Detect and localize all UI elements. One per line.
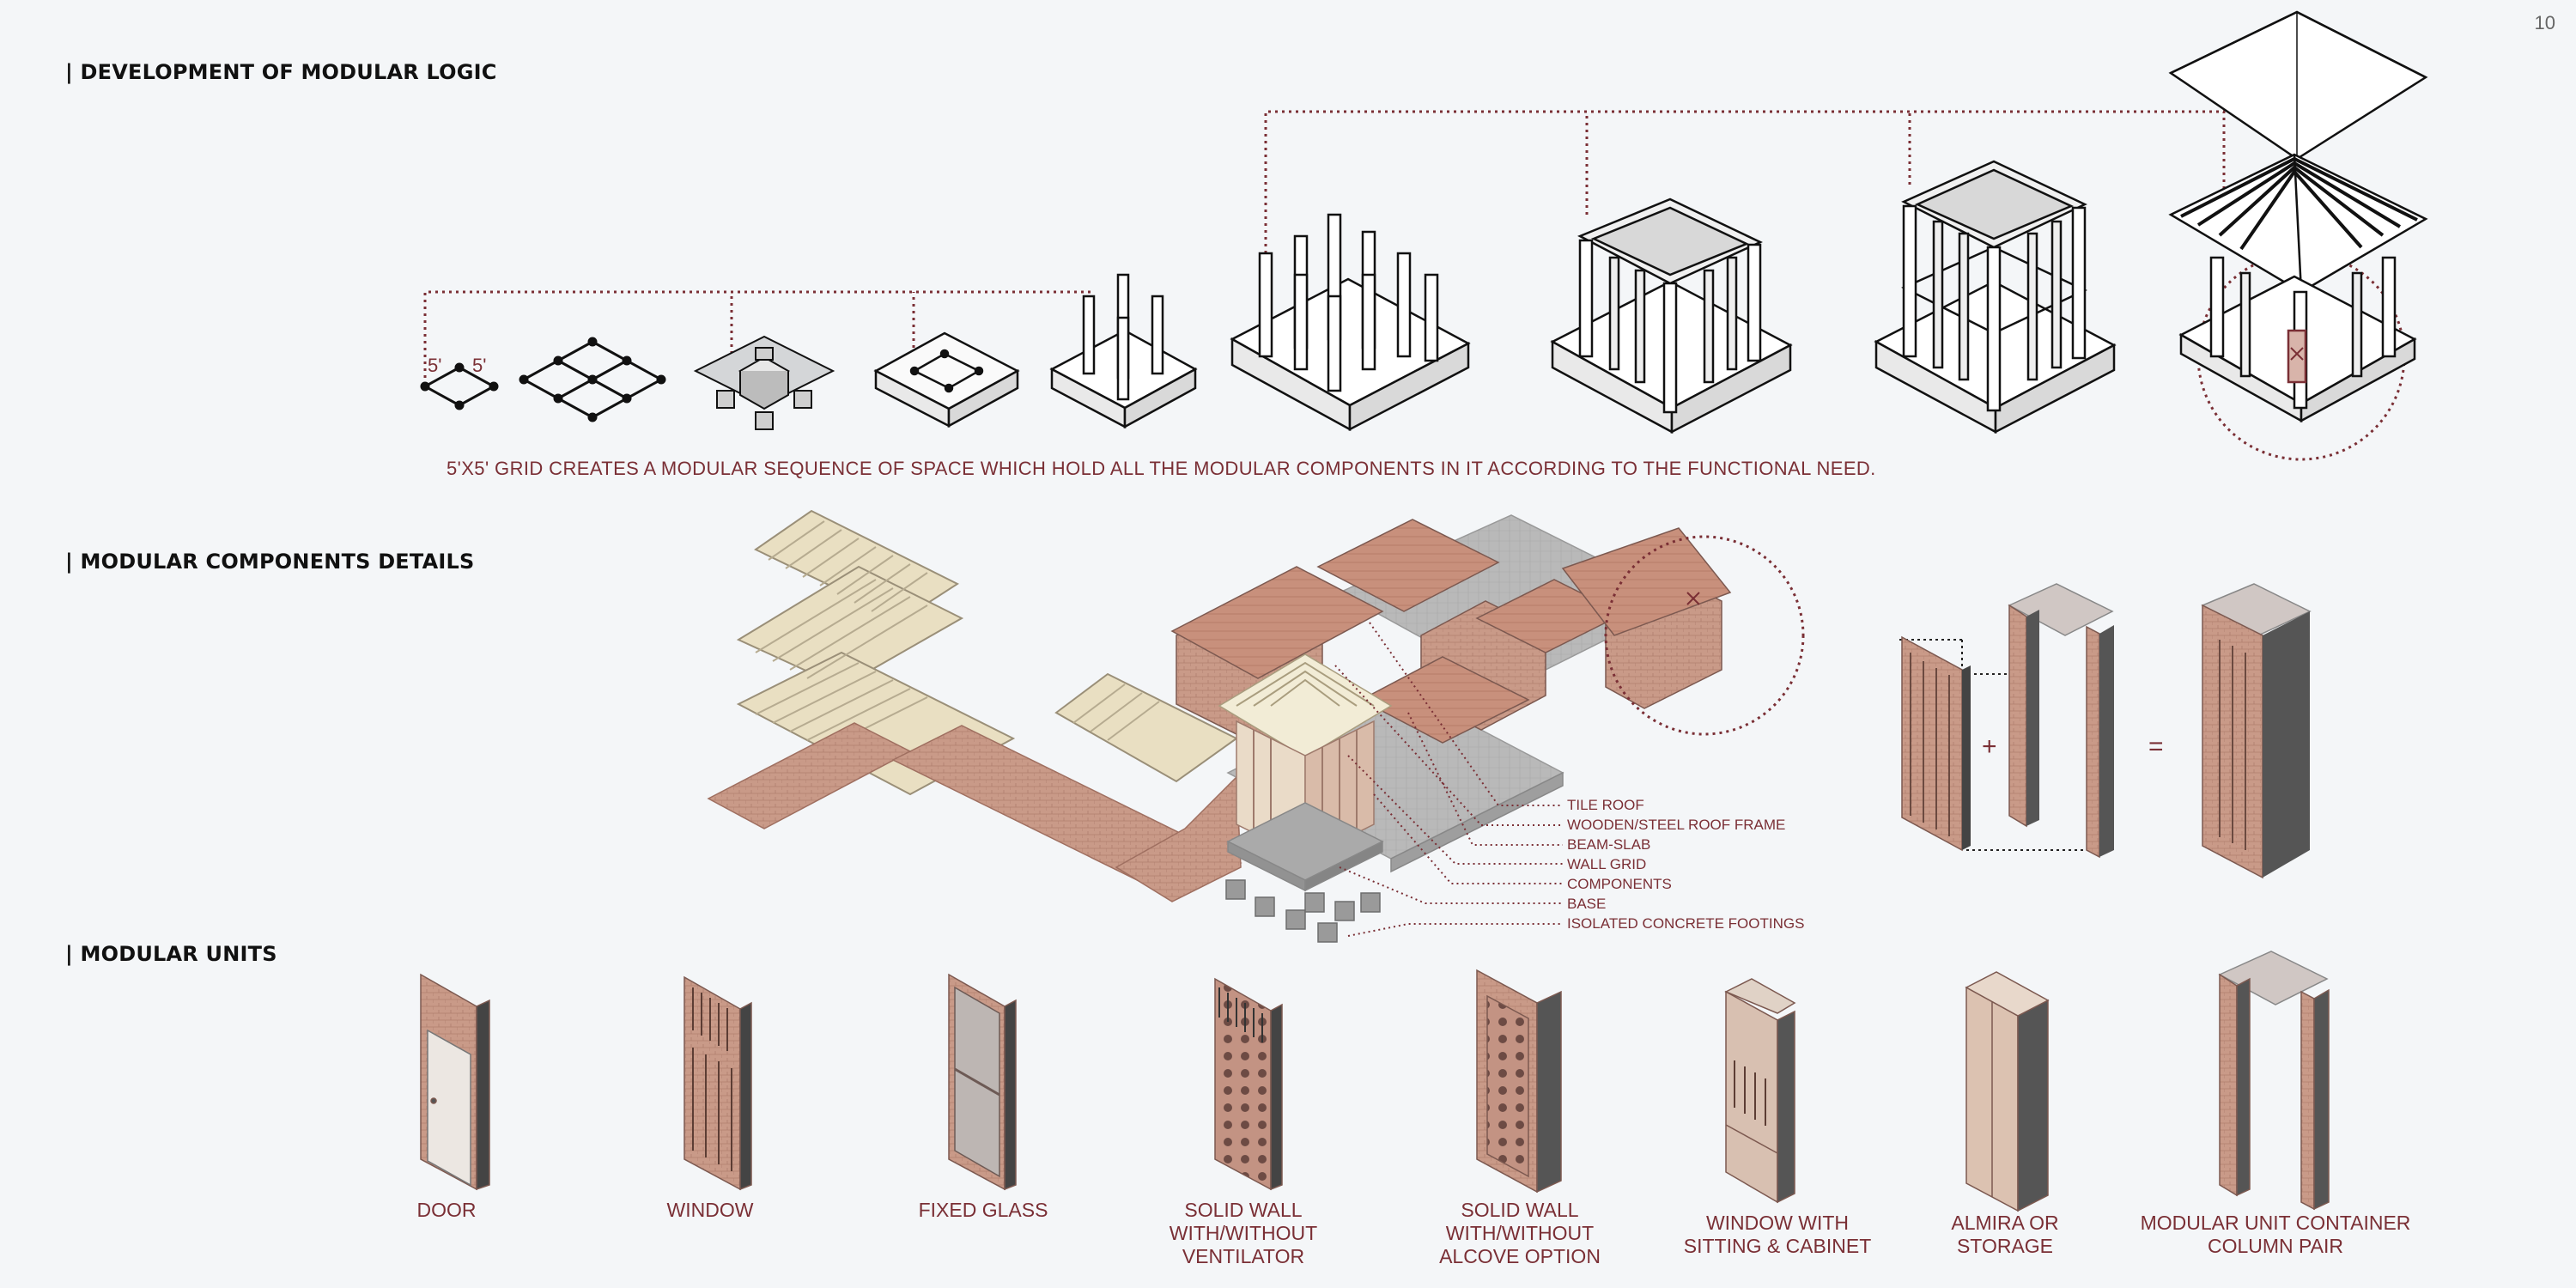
roof-exploded-diagram (2168, 10, 2428, 423)
double-frame-diagram (1874, 160, 2117, 434)
column-grid-diagram (1230, 213, 1471, 432)
slab-base-diagram (873, 331, 1020, 428)
page-number: 10 (2534, 12, 2555, 33)
plus-symbol: + (1982, 732, 1997, 761)
grid-2x2-diagram (519, 337, 666, 422)
leader-lines (1334, 622, 1563, 937)
grid-cell-diagram (420, 362, 499, 410)
brick-paving (707, 722, 1242, 902)
label-components: COMPONENTS (1567, 876, 1672, 892)
unit-label-ventilator-wall: SOLID WALL WITH/WITHOUT VENTILATOR (1169, 1199, 1318, 1267)
label-wall-grid: WALL GRID (1567, 856, 1647, 872)
frame-diagram (1550, 197, 1793, 434)
unit-label-window: WINDOW (666, 1199, 754, 1221)
label-roof-frame: WOODEN/STEEL ROOF FRAME (1567, 817, 1786, 833)
section-title-units: | MODULAR UNITS (65, 942, 277, 966)
building-isometric (1170, 514, 1732, 943)
label-tile-roof: TILE ROOF (1567, 797, 1644, 813)
combination-diagram (1899, 583, 2312, 879)
unit-label-fixed-glass: FIXED GLASS (918, 1199, 1048, 1221)
unit-label-door: DOOR (416, 1199, 477, 1221)
detail-circle (1604, 535, 1805, 736)
footing-diagram (693, 335, 835, 430)
label-footings: ISOLATED CONCRETE FOOTINGS (1567, 915, 1805, 932)
label-beam-slab: BEAM-SLAB (1567, 836, 1651, 853)
columns-diagram (1049, 273, 1198, 429)
unit-label-alcove-wall: SOLID WALL WITH/WITHOUT ALCOVE OPTION (1439, 1199, 1601, 1267)
grid-dim-a: 5' (428, 355, 442, 376)
unit-label-almira: ALMIRA OR STORAGE (1951, 1212, 2059, 1257)
section-title-components: | MODULAR COMPONENTS DETAILS (65, 550, 475, 574)
label-base: BASE (1567, 896, 1607, 912)
grid-dim-b: 5' (472, 355, 487, 376)
unit-label-sitting-cabinet: WINDOW WITH SITTING & CABINET (1683, 1212, 1872, 1257)
grid-caption: 5'X5' GRID CREATES A MODULAR SEQUENCE OF… (447, 458, 1876, 479)
unit-label-column-pair: MODULAR UNIT CONTAINER COLUMN PAIR (2140, 1212, 2411, 1257)
equals-symbol: = (2148, 732, 2164, 761)
pergola-structure (736, 509, 1238, 796)
section-title-development: | DEVELOPMENT OF MODULAR LOGIC (65, 60, 497, 84)
unit-drawings (420, 951, 2330, 1212)
